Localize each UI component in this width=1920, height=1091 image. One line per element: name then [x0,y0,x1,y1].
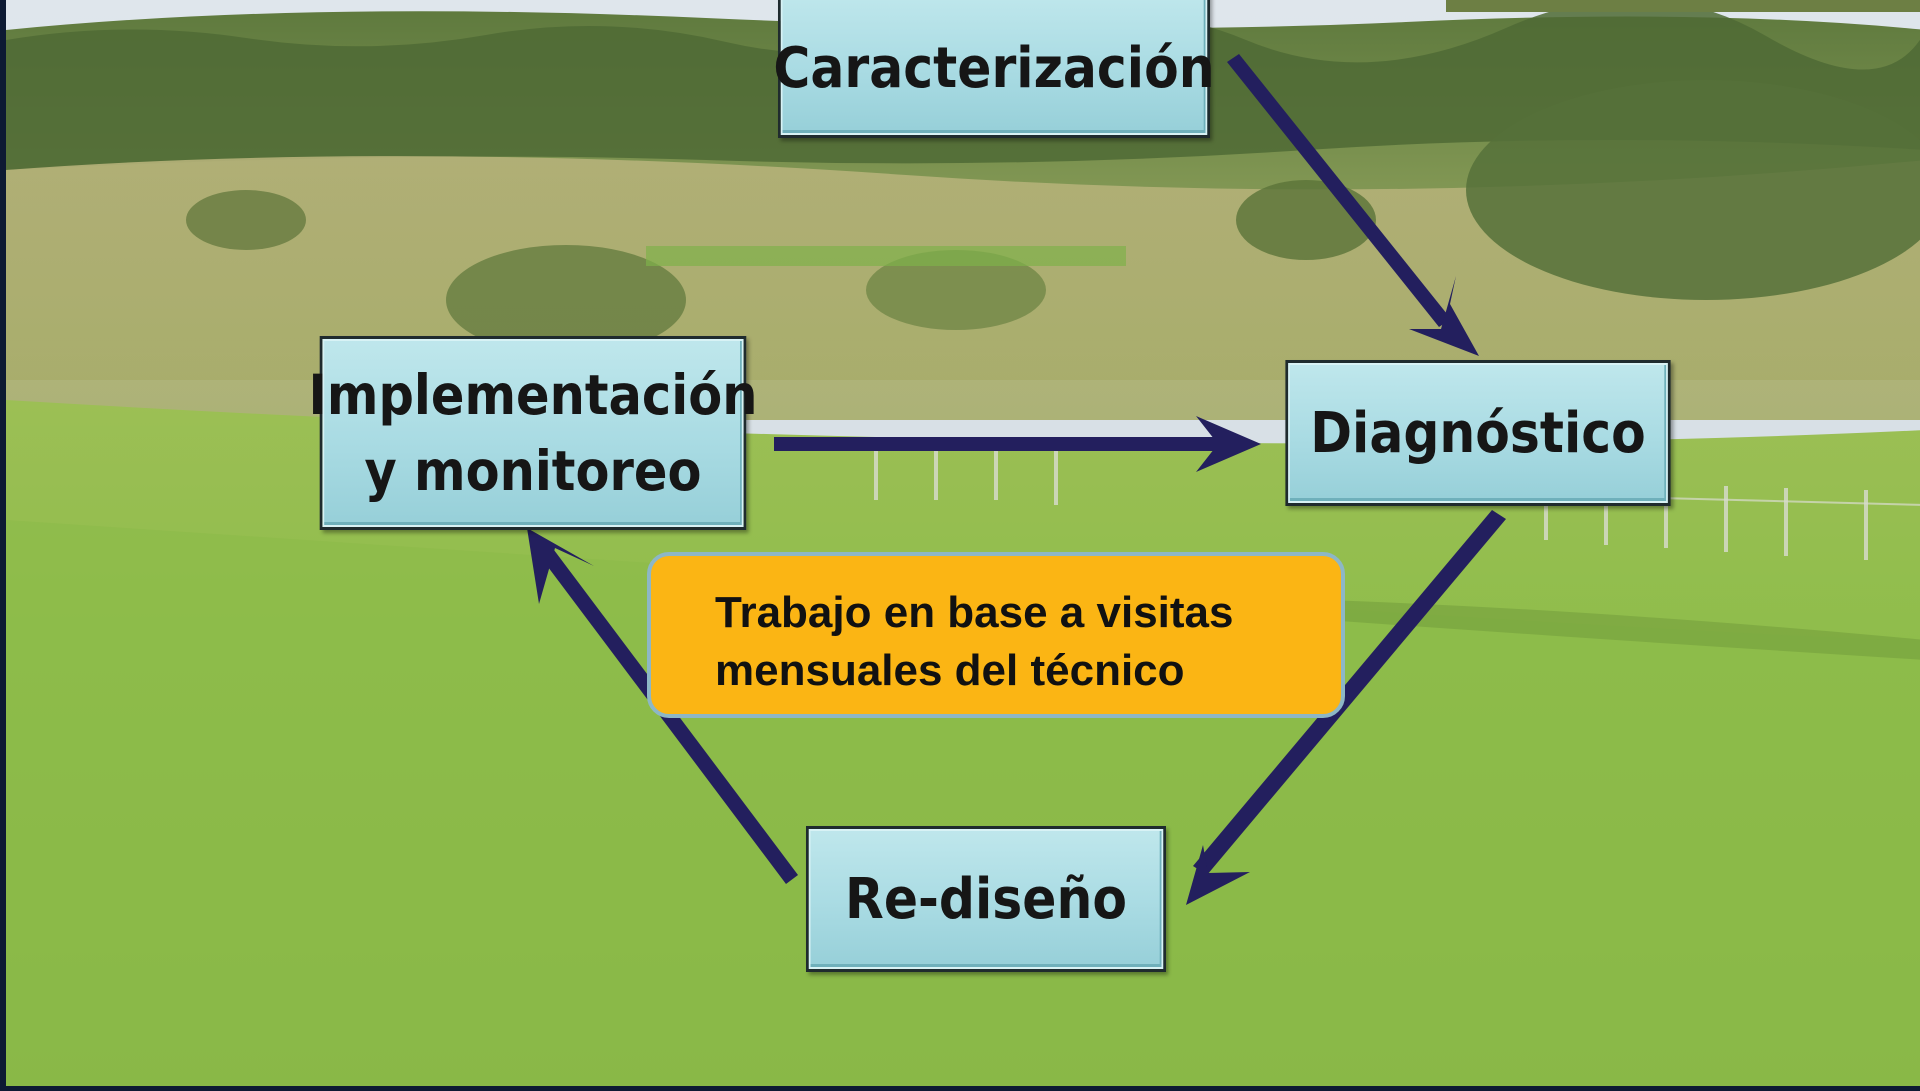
stage-implementacion: Implementación y monitoreo [309,336,757,530]
stage-caracterizacion: Caracterización [773,0,1215,138]
stage-diagnostico-label: Diagnóstico [1310,400,1646,466]
visits-note-line2: mensuales del técnico [715,646,1185,695]
stage-rediseno: Re-diseño [806,826,1166,972]
arrow-diagnostico-to-rediseno [1186,510,1506,905]
pasture-landscape-photo [6,0,1920,1086]
visits-note: Trabajo en base a visitas mensuales del … [647,552,1345,718]
arrow-implementacion-to-diagnostico [774,416,1261,472]
stage-implementacion-label-line1: Implementación [308,363,758,427]
stage-diagnostico: Diagnóstico [1285,360,1671,506]
stage-caracterizacion-label: Caracterización [773,35,1215,101]
stage-rediseno-label: Re-diseño [845,866,1127,932]
stage-implementacion-label-line2: y monitoreo [364,439,702,503]
visits-note-line1: Trabajo en base a visitas [715,588,1234,637]
arrow-caracterizacion-to-diagnostico [1227,54,1479,356]
